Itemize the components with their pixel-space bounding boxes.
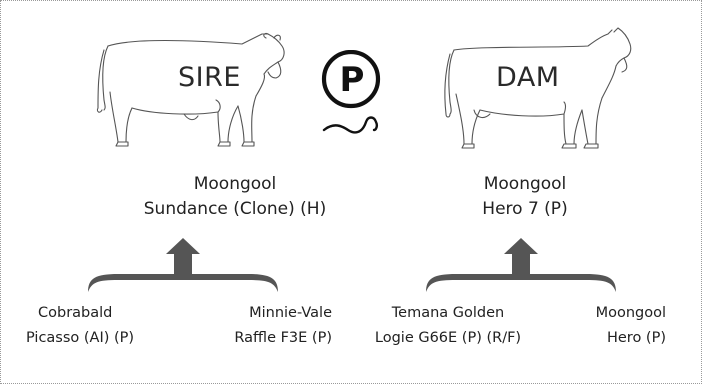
- sire-ancestor-2: Minnie-Vale Raffle F3E (P): [212, 301, 332, 351]
- dam-ancestor-2-line2: Hero (P): [606, 330, 666, 346]
- polled-badge-letter: P: [340, 60, 365, 100]
- dam-ancestor-2: Moongool Hero (P): [566, 301, 666, 351]
- cow-outline-icon: [444, 27, 632, 149]
- sire-name-line1: Moongool: [193, 174, 277, 194]
- dam-lineage-arrow: [426, 238, 616, 292]
- sire-ancestor-2-line1: Minnie-Vale: [249, 305, 332, 321]
- sire-name-line2: Sundance (Clone) (H): [143, 199, 327, 219]
- sire-ancestor-1: Cobrabald Picasso (AI) (P): [26, 301, 134, 351]
- dam-label: DAM: [496, 62, 560, 93]
- dam-name-line2: Hero 7 (P): [482, 199, 568, 219]
- bull-outline-icon: [96, 32, 285, 147]
- dam-ancestor-2-line1: Moongool: [595, 305, 666, 321]
- sire-label: SIRE: [178, 62, 241, 93]
- sire-name: Moongool Sundance (Clone) (H): [120, 172, 350, 222]
- dam-ancestor-1-line2: Logie G66E (P) (R/F): [374, 330, 522, 346]
- dam-name-line1: Moongool: [483, 174, 567, 194]
- sire-ancestor-1-line2: Picasso (AI) (P): [26, 330, 135, 346]
- dam-name: Moongool Hero 7 (P): [425, 172, 625, 222]
- sire-lineage-arrow: [88, 238, 278, 292]
- sire-ancestor-2-line2: Raffle F3E (P): [234, 330, 332, 346]
- sire-ancestor-1-line1: Cobrabald: [38, 305, 113, 321]
- polled-badge-icon: P: [321, 50, 381, 134]
- dam-ancestor-1: Temana Golden Logie G66E (P) (R/F): [368, 301, 528, 351]
- dam-ancestor-1-line1: Temana Golden: [391, 305, 505, 321]
